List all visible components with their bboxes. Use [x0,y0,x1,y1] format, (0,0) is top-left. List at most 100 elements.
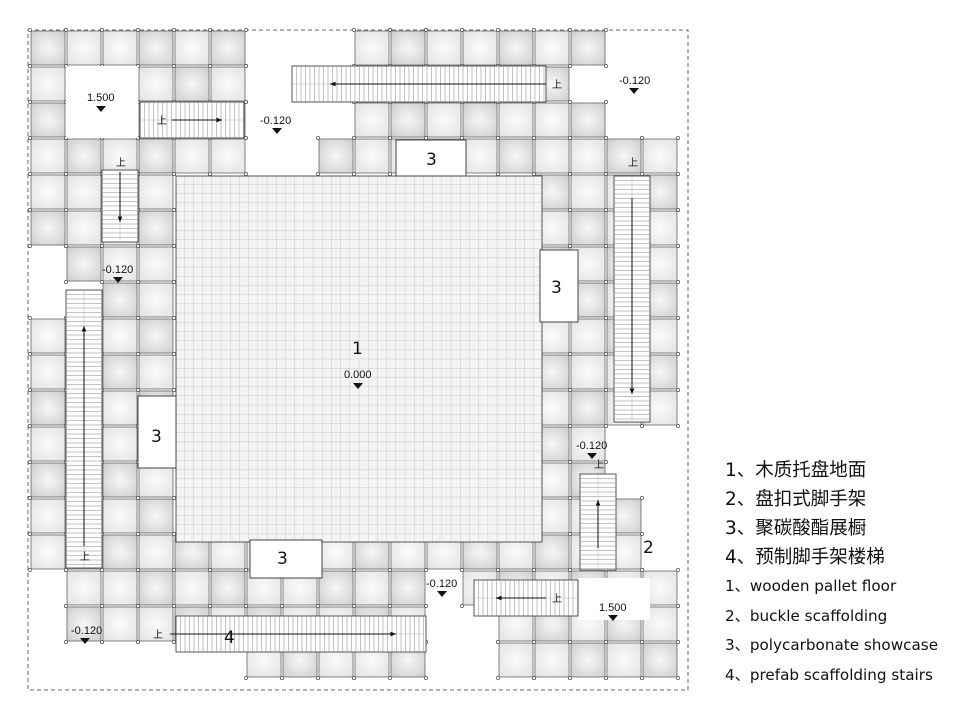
scaffold-cell [534,102,570,138]
scaffold-node [676,424,680,428]
level-marker-left-mid: -0.120 [102,264,133,283]
scaffold-cell [354,138,390,174]
scaffold-node [100,280,104,284]
svg-text:-0.120: -0.120 [426,578,457,590]
scaffold-cell [498,138,534,174]
scaffold-node [568,388,572,392]
scaffold-cell [318,570,354,606]
scaffold-node [460,604,464,608]
scaffold-cell [102,426,138,462]
level-marker-right-mid: -0.120 [576,440,607,459]
scaffold-cell [642,642,678,678]
scaffold-cell [138,66,174,102]
scaffold-cell [102,246,138,282]
scaffold-cell [30,138,66,174]
scaffold-node [64,28,68,32]
scaffold-node [496,172,500,176]
stair-up-label: 上 [80,551,90,563]
scaffold-node [604,172,608,176]
scaffold-cell [138,318,174,354]
scaffold-node [568,568,572,572]
scaffold-node [388,172,392,176]
scaffold-cell [30,210,66,246]
scaffold-node [568,460,572,464]
stair-up-label: 上 [552,79,562,91]
scaffold-cell [498,30,534,66]
scaffold-node [64,568,68,572]
scaffold-node [172,352,176,356]
legend: 1、木质托盘地面 2、盘扣式脚手架 3、聚碳酸酯展橱 4、预制脚手架楼梯 1、w… [725,456,957,690]
scaffold-cell [426,102,462,138]
scaffold-node [244,568,248,572]
scaffold-node [604,352,608,356]
level-marker-top-mid: -0.120 [260,115,291,134]
scaffold-node [136,352,140,356]
scaffold-node [532,28,536,32]
scaffold-node [172,208,176,212]
scaffold-node [280,676,284,680]
scaffold-cell [570,30,606,66]
scaffold-node [244,676,248,680]
scaffold-node [244,604,248,608]
scaffold-cell [318,138,354,174]
scaffold-node [316,676,320,680]
scaffold-node [64,172,68,176]
svg-text:0.000: 0.000 [344,369,372,381]
zone-number-showcase-left: 3 [151,427,162,447]
scaffold-cell [66,210,102,246]
svg-text:1.500: 1.500 [87,92,115,104]
scaffold-node [424,568,428,572]
scaffold-node [136,28,140,32]
legend-en-4: 4、prefab scaffolding stairs [725,665,933,684]
scaffold-node [136,640,140,644]
scaffold-node [100,244,104,248]
scaffold-node [100,28,104,32]
scaffold-node [568,352,572,356]
scaffold-cell [30,354,66,390]
scaffold-cell [210,138,246,174]
scaffold-node [100,604,104,608]
scaffold-node [604,64,608,68]
scaffold-node [424,676,428,680]
scaffold-cell [138,246,174,282]
scaffold-node [28,568,32,572]
stair-up-label: 上 [157,115,167,127]
scaffold-node [460,136,464,140]
scaffold-node [28,208,32,212]
scaffold-node [244,64,248,68]
scaffold-cell [210,570,246,606]
scaffold-node [424,28,428,32]
scaffold-cell [570,102,606,138]
scaffold-cell [138,498,174,534]
scaffold-cell [534,138,570,174]
scaffold-cell [174,66,210,102]
scaffold-node [172,280,176,284]
level-marker-bottom-right-platform: 1.500 [599,602,627,621]
scaffold-node [388,604,392,608]
scaffold-node [640,532,644,536]
zone-number-stairs: 4 [224,628,235,648]
scaffold-cell [102,138,138,174]
legend-cn-4: 4、预制脚手架楼梯 [725,547,885,568]
stair-up-label: 上 [116,157,126,169]
level-marker-bottom-mid: -0.120 [426,578,457,597]
scaffold-node [568,136,572,140]
scaffold-cell [354,570,390,606]
scaffold-cell [570,318,606,354]
scaffold-cell [606,642,642,678]
platform-bottom-right [578,578,650,620]
scaffold-node [172,640,176,644]
scaffold-node [568,28,572,32]
scaffold-cell [102,462,138,498]
scaffold-node [64,280,68,284]
scaffold-node [676,568,680,572]
scaffold-node [172,388,176,392]
scaffold-node [604,676,608,680]
scaffold-node [28,424,32,428]
scaffold-cell [138,138,174,174]
scaffold-node [64,640,68,644]
scaffold-node [352,172,356,176]
scaffold-cell [66,174,102,210]
legend-en-1: 1、wooden pallet floor [725,577,897,595]
scaffold-cell [102,606,138,642]
